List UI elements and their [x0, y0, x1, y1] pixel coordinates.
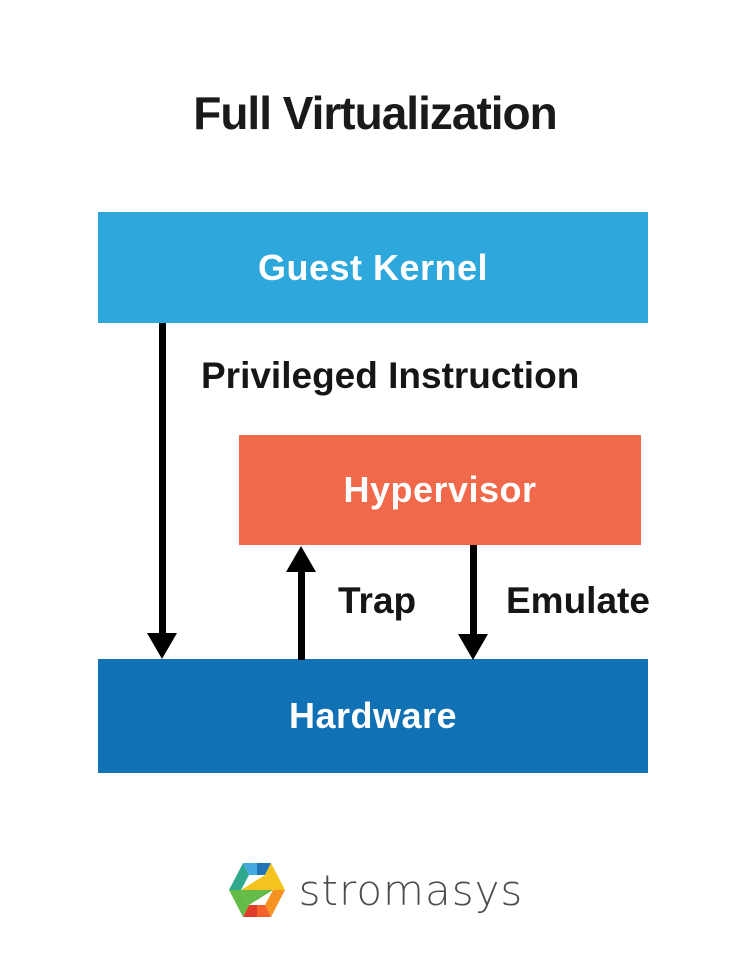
arrow-shaft: [297, 570, 305, 660]
arrow-head-up-icon: [286, 546, 316, 572]
guest-kernel-box: Guest Kernel: [98, 212, 648, 323]
guest-kernel-label: Guest Kernel: [257, 246, 489, 288]
stromasys-hexagon-icon: [228, 863, 285, 917]
hardware-box: Hardware: [98, 659, 648, 773]
arrow-shaft: [469, 545, 477, 637]
trap-label: Trap: [338, 580, 417, 621]
arrow-head-down-icon: [458, 634, 488, 660]
privileged-instruction-label: Privileged Instruction: [201, 355, 580, 396]
arrow-head-down-icon: [147, 633, 177, 659]
arrow-shaft: [158, 323, 166, 635]
diagram-title: Full Virtualization: [193, 87, 558, 139]
hypervisor-label: Hypervisor: [343, 469, 537, 510]
trap-arrow: [286, 546, 316, 660]
privileged-instruction-arrow: [147, 323, 177, 659]
logo-wordmark: stromasys: [298, 865, 524, 915]
emulate-arrow: [458, 545, 488, 660]
footer-logo: stromasys: [0, 860, 750, 920]
emulate-label: Emulate: [506, 580, 650, 621]
hypervisor-box: Hypervisor: [239, 435, 641, 545]
hardware-label: Hardware: [288, 695, 458, 736]
